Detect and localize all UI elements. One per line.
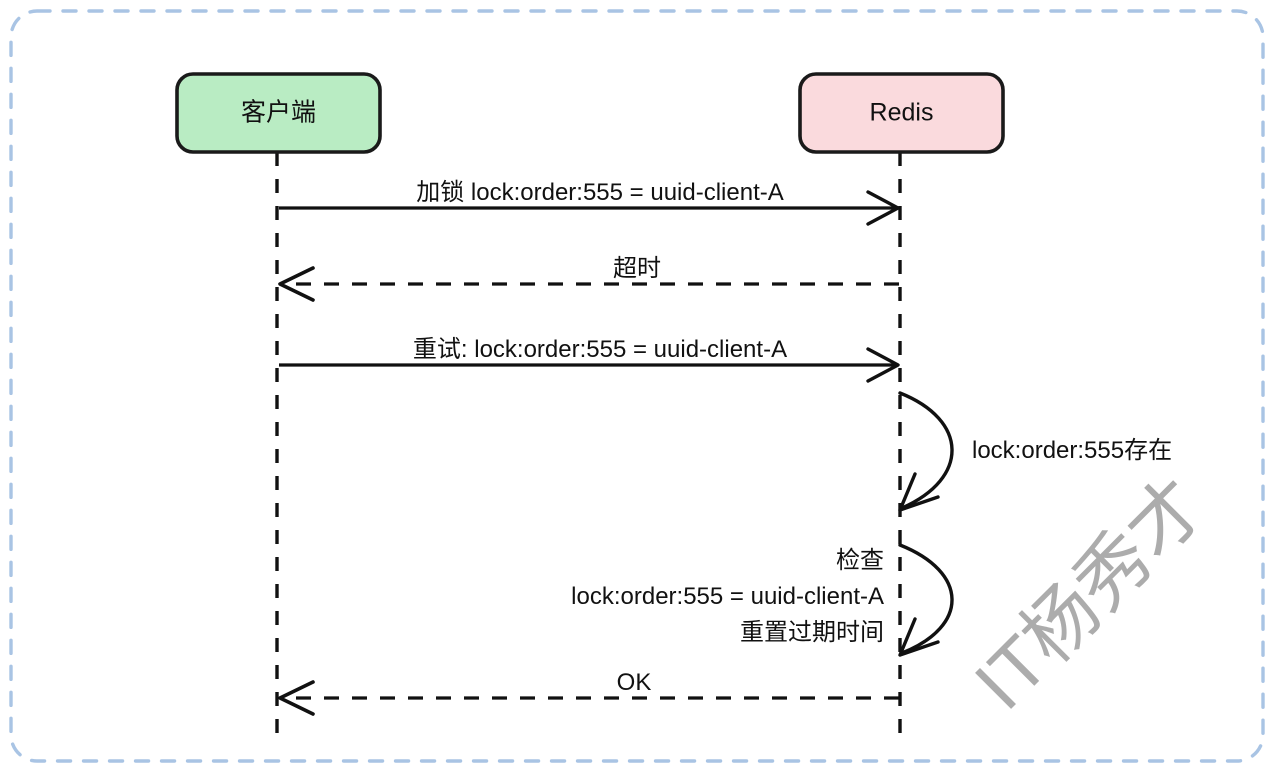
- message-6[interactable]: OK: [278, 669, 899, 716]
- participant-redis[interactable]: Redis: [798, 72, 1005, 154]
- message-3-label: 重试: lock:order:555 = uuid-client-A: [413, 336, 787, 363]
- message-3[interactable]: 重试: lock:order:555 = uuid-client-A: [279, 336, 900, 383]
- participant-redis-label: Redis: [870, 99, 934, 127]
- message-4-arrowhead: [898, 472, 940, 512]
- message-1-arrowhead: [866, 190, 900, 226]
- message-5-label-line-2: lock:order:555 = uuid-client-A: [571, 583, 884, 610]
- message-6-arrowhead: [278, 680, 315, 716]
- message-4-label: lock:order:555存在: [972, 437, 1172, 464]
- diagram-frame-border: [9, 9, 1265, 763]
- participant-redis-box[interactable]: [798, 72, 1005, 154]
- message-5-arrowhead: [898, 617, 940, 657]
- message-2[interactable]: 超时: [278, 255, 899, 302]
- message-4-curve: [898, 391, 954, 510]
- message-2-label: 超时: [613, 255, 661, 282]
- watermark-label: IT杨秀才: [959, 463, 1221, 725]
- message-1[interactable]: 加锁 lock:order:555 = uuid-client-A: [279, 179, 900, 226]
- message-1-label: 加锁 lock:order:555 = uuid-client-A: [416, 179, 784, 206]
- message-5-label-line-3: 重置过期时间: [740, 619, 884, 646]
- message-4-self-loop[interactable]: lock:order:555存在: [898, 391, 1172, 512]
- participant-client[interactable]: 客户端: [175, 72, 382, 154]
- participant-client-box[interactable]: [175, 72, 382, 154]
- message-6-label: OK: [617, 669, 652, 696]
- message-5-label-line-1: 检查: [836, 547, 884, 574]
- participant-client-label: 客户端: [241, 99, 316, 127]
- watermark: IT杨秀才: [959, 463, 1221, 725]
- message-5-curve: [898, 543, 954, 655]
- message-3-arrowhead: [866, 347, 900, 383]
- message-5-self-loop[interactable]: 检查 lock:order:555 = uuid-client-A 重置过期时间: [571, 543, 954, 657]
- message-2-arrowhead: [278, 266, 315, 302]
